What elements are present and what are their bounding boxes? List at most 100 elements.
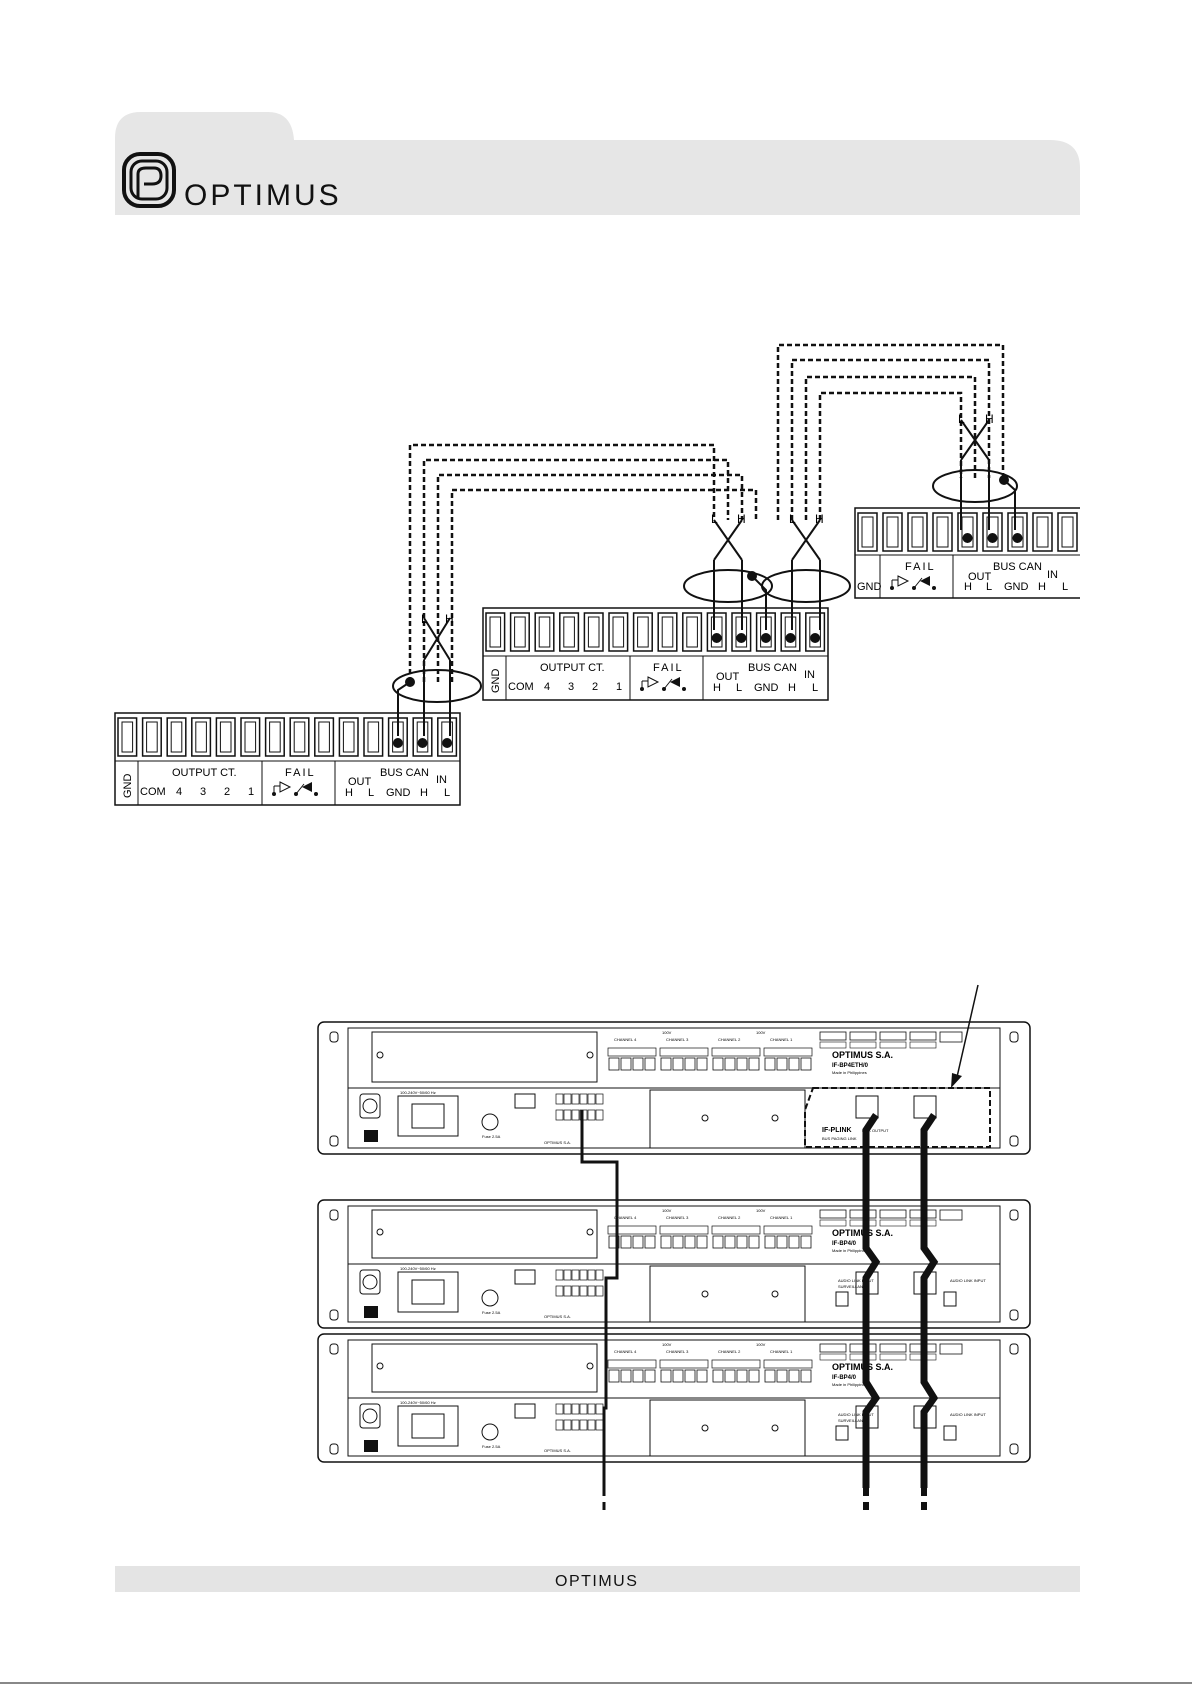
rack-model: IF-BP4ETH/0 [832, 1063, 869, 1069]
bus-can-label: BUS CAN [748, 662, 797, 674]
fail-relay-icon [890, 575, 936, 590]
channel-label: CHANNEL 4 [614, 1215, 637, 1220]
bus-can-wiring [408, 343, 1005, 682]
if-plink-sub-label: BUS PAGING LINK [822, 1136, 857, 1141]
terminal-slot [1032, 512, 1053, 552]
terminal-slot [657, 612, 678, 652]
screw-terminal [760, 633, 771, 643]
com-label: COM [508, 681, 534, 693]
in-l-label: L [812, 682, 818, 694]
gnd-label: GND [122, 774, 134, 799]
fuse-label: Fuse 2.5A [482, 1134, 501, 1139]
screw-terminal [417, 738, 428, 748]
out4-label: 4 [544, 681, 550, 693]
channel-label: CHANNEL 4 [614, 1349, 637, 1354]
audio-link-cables [862, 1113, 939, 1488]
voltage-label: 100V [662, 1342, 672, 1347]
power-label: 100-240V~50/60 Hz [400, 1266, 436, 1271]
screw-terminal [736, 633, 747, 643]
channel-label: CHANNEL 2 [718, 1037, 741, 1042]
output-ct-label: OUTPUT CT. [172, 767, 237, 779]
terminal-slot [882, 512, 903, 552]
made-in: Made in Philippines [832, 1248, 867, 1253]
terminal-slot [509, 612, 530, 652]
fail-relay-icon [640, 676, 686, 691]
wire-l-label: L [421, 612, 428, 626]
surveillance-label: SURVEILLANCE [838, 1418, 869, 1423]
in-l-label: L [444, 787, 450, 799]
fail-relay-icon [272, 781, 318, 796]
terminal-slot [957, 512, 978, 552]
made-in: Made in Philippines [832, 1382, 867, 1387]
screw-terminal [962, 533, 973, 543]
terminal-slot [240, 717, 261, 757]
terminal-slot [166, 717, 187, 757]
out2-label: 2 [592, 681, 598, 693]
in-h-label: H [1038, 581, 1046, 593]
out-label: OUT [348, 776, 372, 788]
terminal-slot [534, 612, 555, 652]
optimus-logo [122, 152, 176, 208]
out-h-label: H [713, 682, 721, 694]
terminal-strip-1: GND OUTPUT CT. COM 4 3 2 1 FAIL BUS CAN … [114, 712, 461, 806]
wire-h-label: H [737, 512, 746, 526]
bus-can-label: BUS CAN [380, 767, 429, 779]
terminal-slot [682, 612, 703, 652]
fuse-label: Fuse 2.5A [482, 1310, 501, 1315]
wire-l-label: L [789, 512, 796, 526]
out3-label: 3 [200, 786, 206, 798]
rack-model: IF-BP4/0 [832, 1375, 857, 1381]
screw-terminal [810, 633, 821, 643]
channel-label: CHANNEL 1 [770, 1037, 793, 1042]
channel-label: CHANNEL 2 [718, 1349, 741, 1354]
bus-can-label: BUS CAN [993, 561, 1042, 573]
terminal-slot [608, 612, 629, 652]
wire-h-label: H [445, 612, 454, 626]
wire-l-label: L [958, 412, 965, 426]
rack-brand: OPTIMUS S.A. [832, 1050, 893, 1060]
terminal-slot [583, 612, 604, 652]
screw-terminal [711, 633, 722, 643]
terminal-slot [982, 512, 1003, 552]
terminal-slot [632, 612, 653, 652]
in-label: IN [1047, 569, 1058, 581]
terminal-slot [932, 512, 953, 552]
screw-terminal [1012, 533, 1023, 543]
terminal-slot [559, 612, 580, 652]
gnd-label: GND [490, 669, 502, 694]
out2-label: 2 [224, 786, 230, 798]
wire-junction-dots [405, 475, 1009, 687]
footer-brand: OPTIMUS [555, 1573, 638, 1590]
voltage-label: 100V [662, 1208, 672, 1213]
terminal-slot [363, 717, 384, 757]
channel-label: CHANNEL 1 [770, 1215, 793, 1220]
gnd-label: GND [857, 581, 882, 593]
terminal-slot [117, 717, 138, 757]
voltage-label: 100V [756, 1208, 766, 1213]
com-label: COM [140, 786, 166, 798]
in-h-label: H [788, 682, 796, 694]
voltage-label: 100V [756, 1342, 766, 1347]
callout-arrow [951, 984, 979, 1088]
rack-brand-small: OPTIMUS S.A. [544, 1448, 571, 1453]
bus-gnd-label: GND [386, 787, 411, 799]
bus-can-cable [580, 1110, 619, 1488]
made-in: Made in Philippines [832, 1070, 867, 1075]
terminal-slot [907, 512, 928, 552]
audio-link-cables-continuation [863, 1488, 927, 1510]
out-label: OUT [716, 671, 740, 683]
if-plink-module: IF-PLINK BUS PAGING LINK [804, 1087, 991, 1148]
fuse-label: Fuse 2.5A [482, 1444, 501, 1449]
terminal-slot [338, 717, 359, 757]
link-output-label: LINK OUTPUT [862, 1128, 889, 1133]
terminal-slot [857, 512, 878, 552]
fail-label: FAIL [653, 662, 684, 674]
output-ct-label: OUTPUT CT. [540, 662, 605, 674]
terminal-slot [289, 717, 310, 757]
in-label: IN [804, 669, 815, 681]
out4-label: 4 [176, 786, 182, 798]
out-label: OUT [968, 571, 992, 583]
out3-label: 3 [568, 681, 574, 693]
